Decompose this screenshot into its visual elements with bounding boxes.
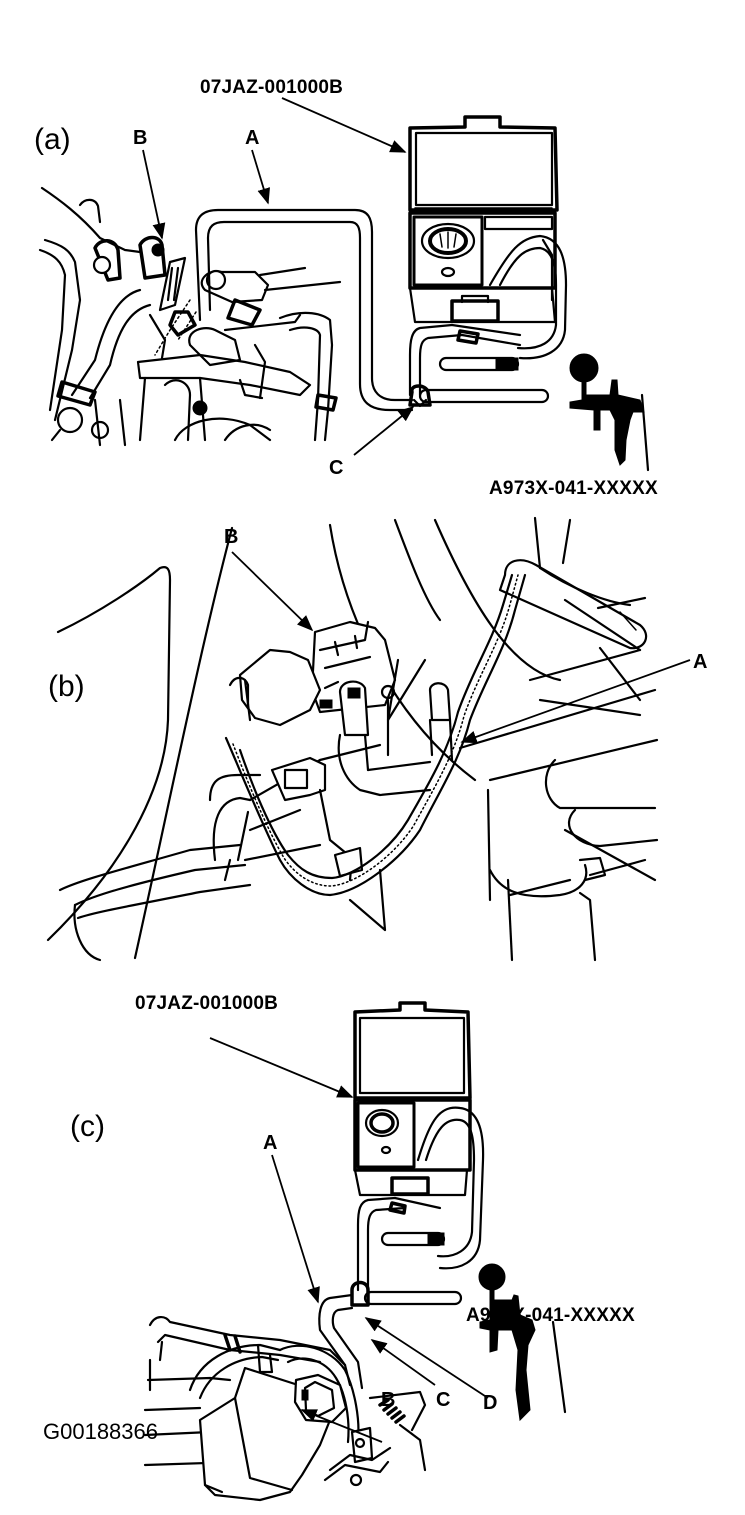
vacuum-pump-a xyxy=(569,353,650,472)
panel-b-artwork xyxy=(46,516,691,962)
evap-tester-case-a xyxy=(408,115,568,360)
hose-a-panel-a xyxy=(194,208,414,412)
callout-b-panel-c: B xyxy=(381,1389,396,1411)
vacuum-pump-c xyxy=(478,1263,567,1422)
pump-part-number-c: A973X-041-XXXXX xyxy=(466,1305,635,1326)
pump-part-number-a: A973X-041-XXXXX xyxy=(489,478,658,499)
callout-c-panel-a: C xyxy=(329,457,344,479)
panel-c-artwork xyxy=(143,1001,567,1502)
tester-part-number-c: 07JAZ-001000B xyxy=(135,993,279,1014)
tester-part-number-a: 07JAZ-001000B xyxy=(200,77,344,98)
callout-c-panel-c: C xyxy=(436,1389,451,1411)
panel-label-b: (b) xyxy=(48,670,85,703)
callout-a-panel-b: A xyxy=(693,651,708,673)
tester-hoses-a xyxy=(408,323,550,408)
panel-label-a: (a) xyxy=(34,123,71,156)
panel-a-artwork xyxy=(38,97,650,472)
callout-b-panel-a: B xyxy=(133,127,148,149)
corrugated-harness xyxy=(224,573,527,897)
callout-a-panel-c: A xyxy=(263,1132,278,1154)
callout-b-panel-b: B xyxy=(224,526,239,548)
callout-d-panel-c: D xyxy=(483,1392,498,1414)
callout-a-panel-a: A xyxy=(245,127,260,149)
evap-tester-case-c xyxy=(353,1001,485,1270)
engine-assembly-a xyxy=(38,186,342,447)
panel-label-c: (c) xyxy=(70,1110,105,1143)
figure-id: G00188366 xyxy=(43,1419,158,1444)
